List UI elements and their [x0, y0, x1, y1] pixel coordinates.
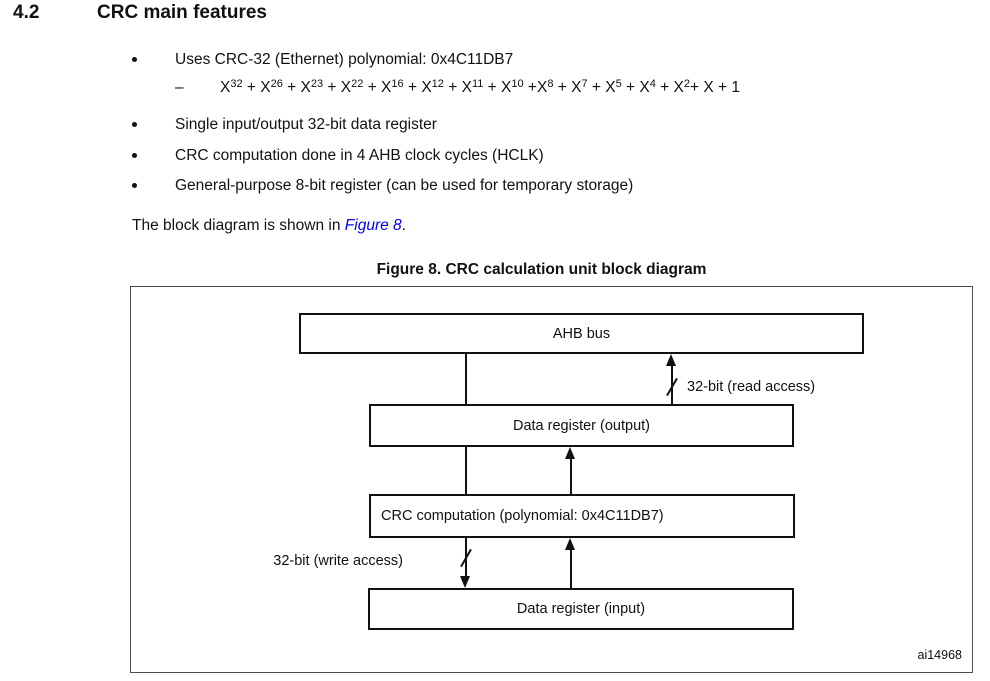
write-access-label: 32-bit (write access) — [273, 553, 403, 569]
data-register-input-box: Data register (input) — [368, 588, 794, 630]
section-heading: 4.2 CRC main features — [13, 2, 267, 24]
list-item: Uses CRC-32 (Ethernet) polynomial: 0x4C1… — [132, 50, 513, 69]
bullet-icon — [132, 153, 137, 158]
list-item: CRC computation done in 4 AHB clock cycl… — [132, 146, 544, 165]
connector-line-crc-to-output — [570, 458, 572, 494]
figure-caption: Figure 8. CRC calculation unit block dia… — [376, 261, 707, 278]
arrowhead-up-icon — [565, 447, 575, 459]
connector-line-write-path — [465, 354, 467, 404]
bullet-text: General-purpose 8-bit register (can be u… — [175, 177, 634, 194]
list-item: Single input/output 32-bit data register — [132, 115, 437, 134]
list-subitem: – X32 + X26 + X23 + X22 + X16 + X12 + X11… — [175, 78, 740, 98]
bullet-icon — [132, 57, 137, 62]
paragraph-period: . — [401, 217, 406, 234]
bullet-icon — [132, 122, 137, 127]
bullet-text: Uses CRC-32 (Ethernet) polynomial: 0x4C1… — [175, 51, 514, 68]
ahb-bus-box: AHB bus — [299, 313, 864, 354]
figure-8-link[interactable]: Figure 8 — [344, 217, 402, 234]
arrowhead-up-icon — [666, 354, 676, 366]
section-title: CRC main features — [97, 2, 267, 23]
data-register-output-box: Data register (output) — [369, 404, 794, 447]
intro-paragraph: The block diagram is shown in Figure 8. — [132, 216, 406, 235]
image-id-label: ai14968 — [917, 648, 963, 662]
bullet-text: Single input/output 32-bit data register — [175, 116, 437, 133]
polynomial-formula: X32 + X26 + X23 + X22 + X16 + X12 + X11 … — [220, 78, 740, 96]
arrowhead-down-icon — [460, 576, 470, 588]
section-number: 4.2 — [13, 2, 40, 23]
connector-line-input-to-crc — [570, 549, 572, 588]
bullet-icon — [132, 183, 137, 188]
dash-icon: – — [175, 79, 184, 96]
connector-line-write-path — [465, 447, 467, 494]
crc-computation-box: CRC computation (polynomial: 0x4C11DB7) — [369, 494, 795, 538]
read-access-label: 32-bit (read access) — [687, 379, 816, 395]
arrowhead-up-icon — [565, 538, 575, 550]
paragraph-text: The block diagram is shown in — [132, 217, 345, 234]
list-item: General-purpose 8-bit register (can be u… — [132, 176, 633, 195]
bullet-text: CRC computation done in 4 AHB clock cycl… — [175, 147, 544, 164]
figure-frame: AHB bus Data register (output) CRC compu… — [130, 286, 973, 673]
